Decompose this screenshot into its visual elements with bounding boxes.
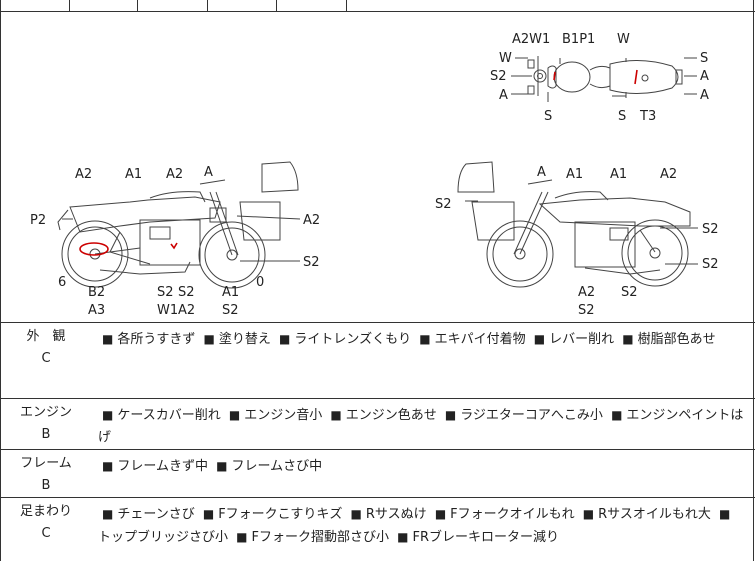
- diagram-label: S2: [178, 285, 195, 300]
- condition-items: フレームきず中 フレームさび中: [92, 449, 755, 498]
- diagram-label: S: [700, 51, 708, 66]
- diagram-label: A: [204, 165, 213, 180]
- right-side-motorcycle: [457, 161, 691, 288]
- condition-item: 塗り替え: [200, 332, 271, 347]
- diagram-label: W1: [157, 303, 178, 318]
- diagram-label: A2: [75, 167, 92, 182]
- diagram-label: A2W1: [512, 32, 550, 47]
- diagram-label: S: [618, 109, 626, 124]
- category-grade: C: [41, 526, 51, 541]
- damage-mark: [170, 242, 178, 250]
- condition-table: 外 観 C 各所うすきず 塗り替え ライトレンズくもり エキパイ付着物 レバー削…: [0, 322, 755, 566]
- diagram-label: A2: [178, 303, 195, 318]
- category-grade: B: [41, 427, 51, 442]
- diagram-label: S: [544, 109, 552, 124]
- diagram-label: P2: [30, 213, 46, 228]
- condition-items: ケースカバー削れ エンジン音小 エンジン色あせ ラジエターコアへこみ小 エンジン…: [92, 398, 755, 450]
- category-cell: 外 観 C: [0, 322, 92, 399]
- diagram-label: A2: [303, 213, 320, 228]
- condition-row-suspension: 足まわり C チェーンさび Fフォークこすりキズ Rサスぬけ Fフォークオイルも…: [0, 497, 755, 566]
- category-name: 足まわり: [19, 504, 72, 519]
- diagram-label: S2: [490, 69, 507, 84]
- condition-item: 樹脂部色あせ: [618, 332, 715, 347]
- condition-item: フレームきず中: [98, 459, 208, 474]
- previous-table-row: [0, 0, 755, 12]
- diagram-label: A1: [566, 167, 583, 182]
- condition-item: エンジン色あせ: [326, 408, 436, 423]
- category-name: エンジン: [19, 405, 72, 420]
- diagram-label: A1: [125, 167, 142, 182]
- condition-items: 各所うすきず 塗り替え ライトレンズくもり エキパイ付着物 レバー削れ 樹脂部色…: [92, 322, 755, 399]
- diagram-label: S2: [303, 255, 320, 270]
- diagram-label: A2: [660, 167, 677, 182]
- condition-item: エンジン音小: [225, 408, 322, 423]
- condition-item: Rサスオイルもれ大: [579, 507, 711, 522]
- category-cell: フレーム B: [0, 449, 92, 498]
- category-grade: B: [41, 478, 51, 493]
- damage-mark: [634, 69, 638, 85]
- diagram-label: B2: [88, 285, 105, 300]
- condition-item: レバー削れ: [530, 332, 614, 347]
- diagram-label: S2: [222, 303, 239, 318]
- diagram-label: B1P1: [562, 32, 595, 47]
- diagram-label: A1: [222, 285, 239, 300]
- diagram-label: S2: [702, 222, 719, 237]
- diagram-label: A: [537, 165, 546, 180]
- top-view-motorcycle: [527, 56, 683, 102]
- diagram-label: A3: [88, 303, 105, 318]
- diagram-label: 0: [256, 275, 264, 290]
- diagram-label: S2: [578, 303, 595, 318]
- condition-item: フレームさび中: [212, 459, 322, 474]
- damage-mark: [553, 71, 556, 81]
- diagram-label: A2: [166, 167, 183, 182]
- condition-row-frame: フレーム B フレームきず中 フレームさび中: [0, 449, 755, 498]
- diagram-label: A: [700, 88, 709, 103]
- diagram-label: A1: [610, 167, 627, 182]
- condition-item: 各所うすきず: [98, 332, 195, 347]
- condition-item: Fフォークオイルもれ: [431, 507, 575, 522]
- category-grade: C: [41, 351, 51, 366]
- diagram-label: W: [617, 32, 630, 47]
- left-side-motorcycle: [57, 161, 299, 289]
- diagram-label: 6: [58, 275, 66, 290]
- damage-diagram: A2W1 B1P1 W W S2 A S S T3 S A A A2 A1 A2…: [0, 12, 755, 322]
- diagram-label: T3: [639, 109, 656, 124]
- diagram-label: W: [499, 51, 512, 66]
- diagram-label: S2: [157, 285, 174, 300]
- condition-item: Fフォーク摺動部さび小: [232, 530, 389, 545]
- condition-item: チェーンさび: [98, 507, 195, 522]
- category-cell: 足まわり C: [0, 497, 92, 566]
- condition-row-exterior: 外 観 C 各所うすきず 塗り替え ライトレンズくもり エキパイ付着物 レバー削…: [0, 322, 755, 399]
- diagram-label: A: [700, 69, 709, 84]
- diagram-label: S2: [702, 257, 719, 272]
- condition-item: ライトレンズくもり: [275, 332, 411, 347]
- category-name: フレーム: [20, 456, 72, 471]
- condition-item: Rサスぬけ: [347, 507, 427, 522]
- diagram-label: A2: [578, 285, 595, 300]
- condition-item: エキパイ付着物: [415, 332, 525, 347]
- condition-items: チェーンさび Fフォークこすりキズ Rサスぬけ Fフォークオイルもれ Rサスオイ…: [92, 497, 755, 566]
- condition-item: FRブレーキローター減り: [393, 530, 559, 545]
- diagram-label: S2: [621, 285, 638, 300]
- condition-item: ケースカバー削れ: [98, 408, 221, 423]
- diagram-label: S2: [435, 197, 452, 212]
- motorcycle-diagram: A2W1 B1P1 W W S2 A S S T3 S A A A2 A1 A2…: [30, 32, 719, 318]
- damage-mark: [79, 242, 109, 256]
- condition-item: ラジエターコアへこみ小: [441, 408, 603, 423]
- category-cell: エンジン B: [0, 398, 92, 450]
- category-name: 外 観: [26, 329, 66, 344]
- condition-row-engine: エンジン B ケースカバー削れ エンジン音小 エンジン色あせ ラジエターコアへこ…: [0, 398, 755, 450]
- diagram-label: A: [499, 88, 508, 103]
- condition-item: Fフォークこすりキズ: [199, 507, 343, 522]
